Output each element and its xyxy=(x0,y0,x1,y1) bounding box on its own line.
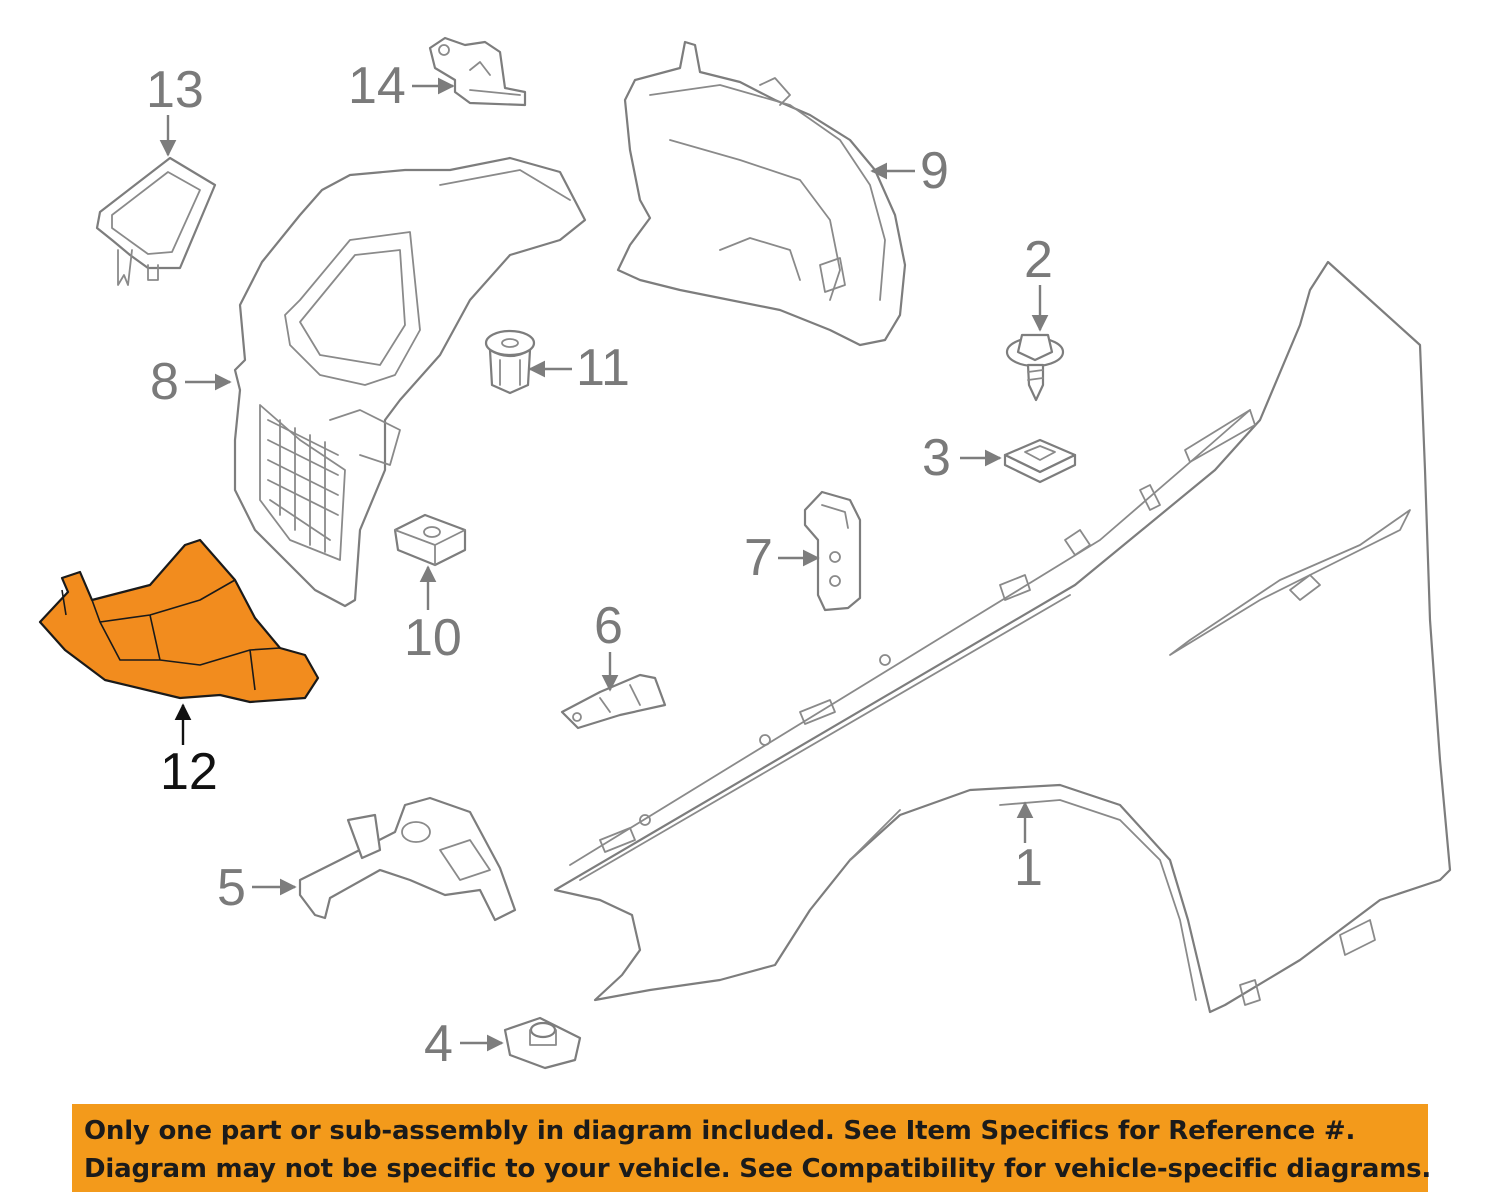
part-7-bracket xyxy=(803,490,862,612)
callout-1: 1 xyxy=(1014,839,1043,897)
callout-14: 14 xyxy=(348,57,406,115)
part-3-nut xyxy=(1003,438,1077,484)
callout-8: 8 xyxy=(150,353,179,411)
part-5-bracket xyxy=(298,796,517,922)
part-9-liner xyxy=(616,40,907,347)
callout-6: 6 xyxy=(594,597,623,655)
part-8-liner xyxy=(233,156,587,608)
part-1-fender xyxy=(553,260,1452,1014)
callout-3: 3 xyxy=(922,429,951,487)
part-2-bolt xyxy=(1005,333,1065,402)
part-14-bracket xyxy=(428,36,527,107)
part-13-cover xyxy=(95,156,217,286)
callout-5: 5 xyxy=(217,859,246,917)
callout-13: 13 xyxy=(146,61,204,119)
part-12-shield xyxy=(38,538,320,704)
part-6-bracket xyxy=(560,673,667,730)
disclaimer-banner: Only one part or sub-assembly in diagram… xyxy=(72,1104,1432,1192)
disclaimer-line-1: Only one part or sub-assembly in diagram… xyxy=(84,1116,1356,1146)
callout-9: 9 xyxy=(920,142,949,200)
part-4-clip xyxy=(503,1016,582,1070)
leader-arrows xyxy=(159,77,1049,1052)
callout-12: 12 xyxy=(160,743,218,801)
part-11-grommet xyxy=(484,329,536,395)
callout-7: 7 xyxy=(744,529,773,587)
disclaimer-line-2: Diagram may not be specific to your vehi… xyxy=(84,1154,1432,1184)
callout-4: 4 xyxy=(424,1015,453,1073)
callout-2: 2 xyxy=(1024,231,1053,289)
callout-10: 10 xyxy=(404,609,462,667)
parts-diagram xyxy=(38,36,1452,1070)
callout-11: 11 xyxy=(576,339,630,397)
part-10-clip xyxy=(393,513,467,567)
